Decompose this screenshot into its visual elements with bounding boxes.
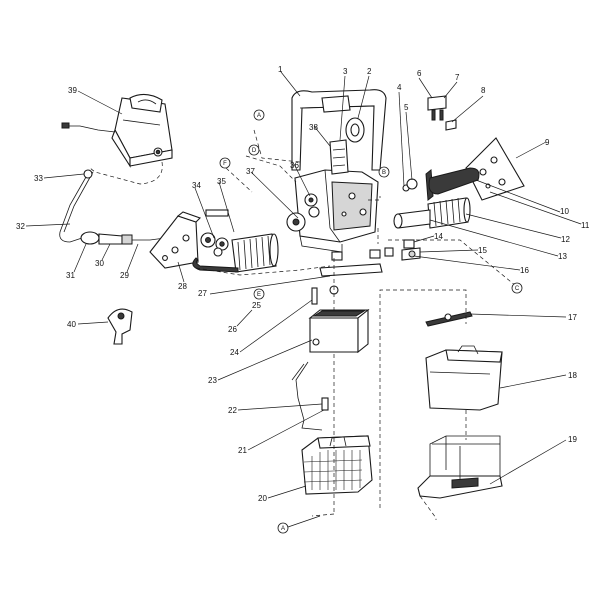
hand-tool <box>107 308 133 345</box>
main-body-housing <box>286 139 379 253</box>
left-side-plate <box>149 209 229 269</box>
callout-39: 39 <box>68 86 77 95</box>
callout-4: 4 <box>397 83 402 92</box>
handle-assembly <box>291 89 387 171</box>
callout-20: 20 <box>258 494 267 503</box>
callout-15: 15 <box>478 246 487 255</box>
callout-27: 27 <box>198 289 207 298</box>
callout-3: 3 <box>343 67 348 76</box>
assembly-guide-lines <box>195 129 517 520</box>
callout-28: 28 <box>178 282 187 291</box>
callout-36: 36 <box>290 161 299 170</box>
reference-markers: A B C D E F A <box>219 109 523 534</box>
callout-24: 24 <box>230 348 239 357</box>
callout-29: 29 <box>120 271 129 280</box>
impeller-clips <box>401 239 421 261</box>
callout-33: 33 <box>34 174 43 183</box>
callout-7: 7 <box>455 73 460 82</box>
wire-handle <box>291 361 329 431</box>
reference-f: F <box>223 161 227 167</box>
callout-30: 30 <box>95 259 104 268</box>
floating-cable-assembly <box>59 169 166 245</box>
callout-22: 22 <box>228 406 237 415</box>
reference-c: C <box>515 286 520 292</box>
filter-bag <box>425 345 503 411</box>
callout-1: 1 <box>278 65 283 74</box>
front-axle <box>393 209 431 229</box>
callout-34: 34 <box>192 181 201 190</box>
reference-b: B <box>382 170 386 176</box>
callout-35: 35 <box>217 177 226 186</box>
callout-9: 9 <box>545 138 550 147</box>
callout-5: 5 <box>404 103 409 112</box>
power-cable-path <box>89 161 163 185</box>
reference-d: D <box>252 148 257 154</box>
callout-38: 38 <box>309 123 318 132</box>
callout-14: 14 <box>434 232 443 241</box>
callout-13: 13 <box>558 252 567 261</box>
reference-a-top: A <box>257 113 261 119</box>
right-track-belt <box>428 167 480 195</box>
callout-2: 2 <box>367 67 372 76</box>
reference-e: E <box>257 292 261 298</box>
callout-37: 37 <box>246 167 255 176</box>
callout-19: 19 <box>568 435 577 444</box>
filter-tray <box>308 308 370 354</box>
callout-21: 21 <box>238 446 247 455</box>
power-supply <box>61 93 173 168</box>
callout-18: 18 <box>568 371 577 380</box>
left-track-belt <box>192 257 239 273</box>
callout-labels: 1 2 3 4 5 6 7 8 9 10 11 12 13 14 15 16 1… <box>16 65 590 503</box>
left-drive-gears <box>200 232 229 257</box>
callout-leaders <box>25 71 582 499</box>
filter-basket <box>301 435 373 495</box>
callout-23: 23 <box>208 376 217 385</box>
callout-12: 12 <box>561 235 570 244</box>
drive-shafts <box>319 247 394 277</box>
filter-rod <box>425 311 473 327</box>
callout-16: 16 <box>520 266 529 275</box>
callout-26: 26 <box>228 325 237 334</box>
left-brush-roller <box>231 233 279 273</box>
callout-8: 8 <box>481 86 486 95</box>
right-brush-roller <box>427 197 471 229</box>
callout-31: 31 <box>66 271 75 280</box>
callout-25: 25 <box>252 301 261 310</box>
callout-17: 17 <box>568 313 577 322</box>
callout-6: 6 <box>417 69 422 78</box>
reference-a-bottom: A <box>281 526 285 532</box>
callout-40: 40 <box>67 320 76 329</box>
filter-frame <box>417 435 503 499</box>
callout-32: 32 <box>16 222 25 231</box>
callout-11: 11 <box>581 221 590 230</box>
callout-10: 10 <box>560 207 569 216</box>
